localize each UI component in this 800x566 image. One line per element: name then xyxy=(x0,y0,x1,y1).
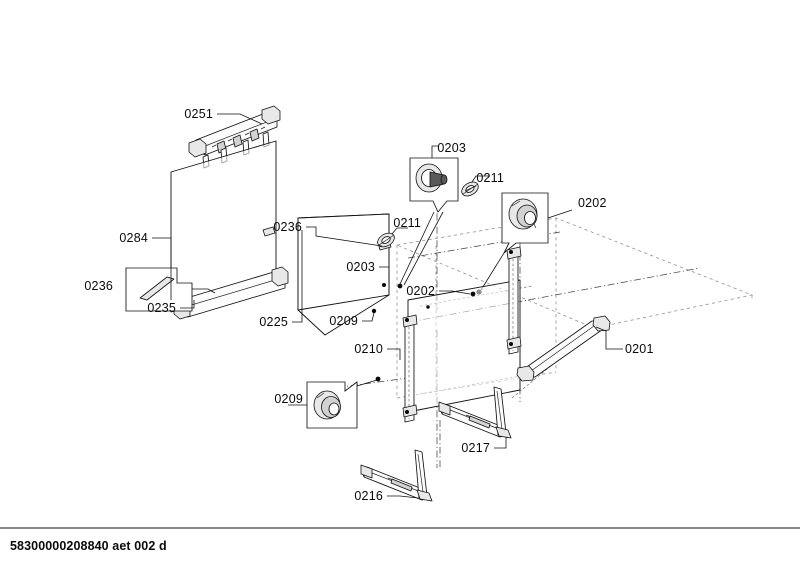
callout-0202-cap-plug xyxy=(476,192,573,295)
label-0251: 0251 xyxy=(184,107,213,121)
label-0203-panel: 0203 xyxy=(346,260,375,274)
label-0210: 0210 xyxy=(354,342,383,356)
label-0209-upper: 0209 xyxy=(329,314,358,328)
label-0211-upper: 0211 xyxy=(476,171,504,185)
hinge-rail-left xyxy=(402,314,418,423)
callout-0209-cover-cap xyxy=(288,376,381,429)
label-0209-callout: 0209 xyxy=(274,392,303,406)
label-0235: 0235 xyxy=(147,301,176,315)
label-leader-lines xyxy=(152,113,623,499)
callout-0236-seal-pad xyxy=(125,267,216,312)
part-number-labels: 0251 0284 0236 0236 0235 0225 0203 0203 … xyxy=(84,107,653,503)
callout-0203-bushing xyxy=(397,145,459,289)
part-0216-hinge-arm-left xyxy=(360,449,433,502)
part-0211-screw-washer-upper xyxy=(461,175,490,197)
label-0217: 0217 xyxy=(461,441,490,455)
label-0236-upper: 0236 xyxy=(273,220,302,234)
label-0202-frame: 0202 xyxy=(406,284,435,298)
label-0225: 0225 xyxy=(259,315,288,329)
label-0202-callout: 0202 xyxy=(578,196,607,210)
part-0251-handle-rail xyxy=(188,105,281,169)
label-0216: 0216 xyxy=(354,489,383,503)
label-0284: 0284 xyxy=(119,231,148,245)
part-0225-inner-glass-panel xyxy=(297,213,392,336)
part-0210-inner-frame-panel xyxy=(371,246,522,423)
part-0217-hinge-arm-right xyxy=(438,386,512,439)
label-0203-callout: 0203 xyxy=(437,141,466,155)
part-0211-screw-washer-lower xyxy=(377,227,408,248)
label-0211-lower: 0211 xyxy=(393,216,421,230)
label-0201: 0201 xyxy=(625,342,654,356)
label-0236-callout: 0236 xyxy=(84,279,113,293)
footer-document-code: 58300000208840 aet 002 d xyxy=(10,539,167,553)
part-handle-bar-lower xyxy=(516,315,611,382)
hinge-rail-right xyxy=(506,246,522,355)
